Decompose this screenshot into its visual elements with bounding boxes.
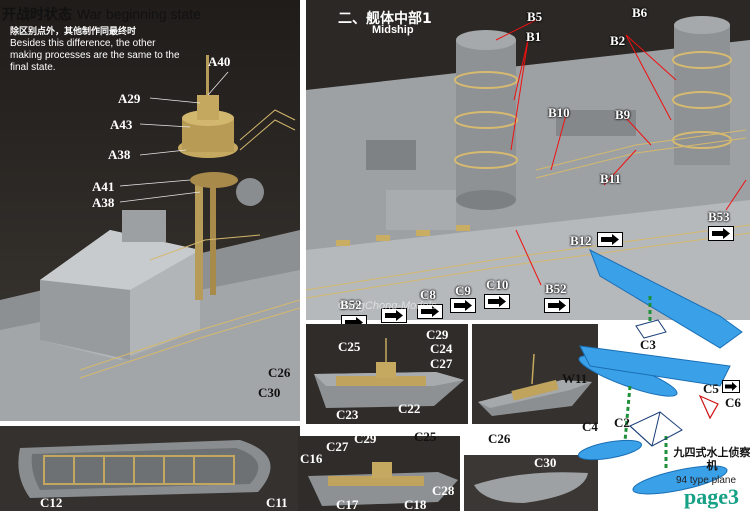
label-c8: C8 — [420, 287, 436, 302]
label-b6: B6 — [632, 5, 648, 20]
arrow-right-icon — [450, 298, 476, 313]
plane-name-en: 94 type plane — [676, 475, 737, 486]
label-c4: C4 — [582, 419, 598, 434]
label-c2: C2 — [614, 415, 630, 430]
arrow-right-icon — [381, 308, 407, 323]
label-b52-left: B52 — [340, 297, 362, 312]
arrow-right-icon — [484, 294, 510, 309]
label-c24: C24 — [430, 341, 453, 356]
label-c28: C28 — [432, 483, 455, 498]
war-title-en: War beginning state — [76, 6, 201, 22]
label-c26-lower: C26 — [488, 431, 511, 446]
label-b2: B2 — [610, 33, 626, 48]
upper-boat-illustration — [306, 324, 468, 424]
watermark: GangChong-Models — [338, 300, 437, 312]
arrow-right-icon — [597, 232, 623, 247]
lower-boat-illustration — [298, 436, 460, 511]
midship-photo — [306, 0, 750, 320]
label-b12: B12 — [570, 233, 592, 248]
arrow-right-icon — [722, 380, 740, 393]
label-c30-lower: C30 — [534, 455, 557, 470]
small-hull-photo — [464, 455, 598, 511]
plane-name-cn: 九四式水上侦察机 — [673, 446, 750, 472]
label-c16: C16 — [300, 451, 323, 466]
label-a38-top: A38 — [108, 147, 131, 162]
label-c27-lower: C27 — [326, 439, 349, 454]
page-label: page3 — [684, 484, 739, 509]
label-c30-upper: C30 — [258, 385, 281, 400]
label-b5: B5 — [527, 9, 543, 24]
war-note-en: Besides this difference, the other makin… — [10, 38, 180, 73]
lower-boat-photo — [298, 436, 460, 511]
plane-diagram — [577, 248, 743, 495]
label-a43: A43 — [110, 117, 133, 132]
label-c5: C5 — [703, 381, 719, 396]
label-c23: C23 — [336, 407, 359, 422]
label-b53: B53 — [708, 209, 730, 224]
label-c17: C17 — [336, 497, 359, 511]
small-hull-illustration — [464, 455, 598, 511]
label-b11: B11 — [600, 171, 621, 186]
side-boat-photo — [472, 324, 598, 424]
label-c11: C11 — [266, 495, 288, 510]
label-b10: B10 — [548, 105, 570, 120]
label-c25: C25 — [338, 339, 361, 354]
label-a41: A41 — [92, 179, 115, 194]
midship-title: 二、舰体中部1 — [338, 11, 432, 27]
upper-boat-photo — [306, 324, 468, 424]
label-c9: C9 — [455, 283, 471, 298]
label-b52-right: B52 — [545, 281, 567, 296]
label-w11: W11 — [562, 371, 588, 386]
midship-illustration — [306, 0, 750, 320]
label-a40: A40 — [208, 54, 231, 69]
label-c22: C22 — [398, 401, 421, 416]
label-c3: C3 — [640, 337, 656, 352]
label-b1: B1 — [526, 29, 542, 44]
arrow-right-icon — [417, 304, 443, 319]
war-beginning-photo — [0, 0, 300, 421]
label-c26-upper: C26 — [268, 365, 291, 380]
war-note: 除区别点外，其他制作同最终时 Besides this difference, … — [10, 26, 182, 74]
arrow-right-icon — [708, 226, 734, 241]
label-c25-lower: C25 — [414, 429, 437, 444]
label-c29-lower: C29 — [354, 431, 377, 446]
label-c27: C27 — [430, 356, 453, 371]
lifeboat-photo — [0, 426, 300, 511]
arrow-right-icon — [544, 298, 570, 313]
side-boat-illustration — [472, 324, 598, 424]
label-c29: C29 — [426, 327, 449, 342]
label-b9: B9 — [615, 107, 631, 122]
label-c12: C12 — [40, 495, 63, 510]
label-a38-bottom: A38 — [92, 195, 115, 210]
war-note-cn: 除区别点外，其他制作同最终时 — [10, 27, 137, 37]
label-c18: C18 — [404, 497, 427, 511]
label-c6: C6 — [725, 395, 741, 410]
label-c10: C10 — [486, 277, 509, 292]
war-title: 开战时状态 War beginning state — [2, 4, 201, 24]
war-title-cn: 开战时状态 — [2, 7, 72, 23]
lifeboat-illustration — [0, 426, 300, 511]
label-a29: A29 — [118, 91, 141, 106]
midship-subtitle: Midship — [372, 24, 414, 36]
war-beginning-illustration — [0, 0, 300, 421]
